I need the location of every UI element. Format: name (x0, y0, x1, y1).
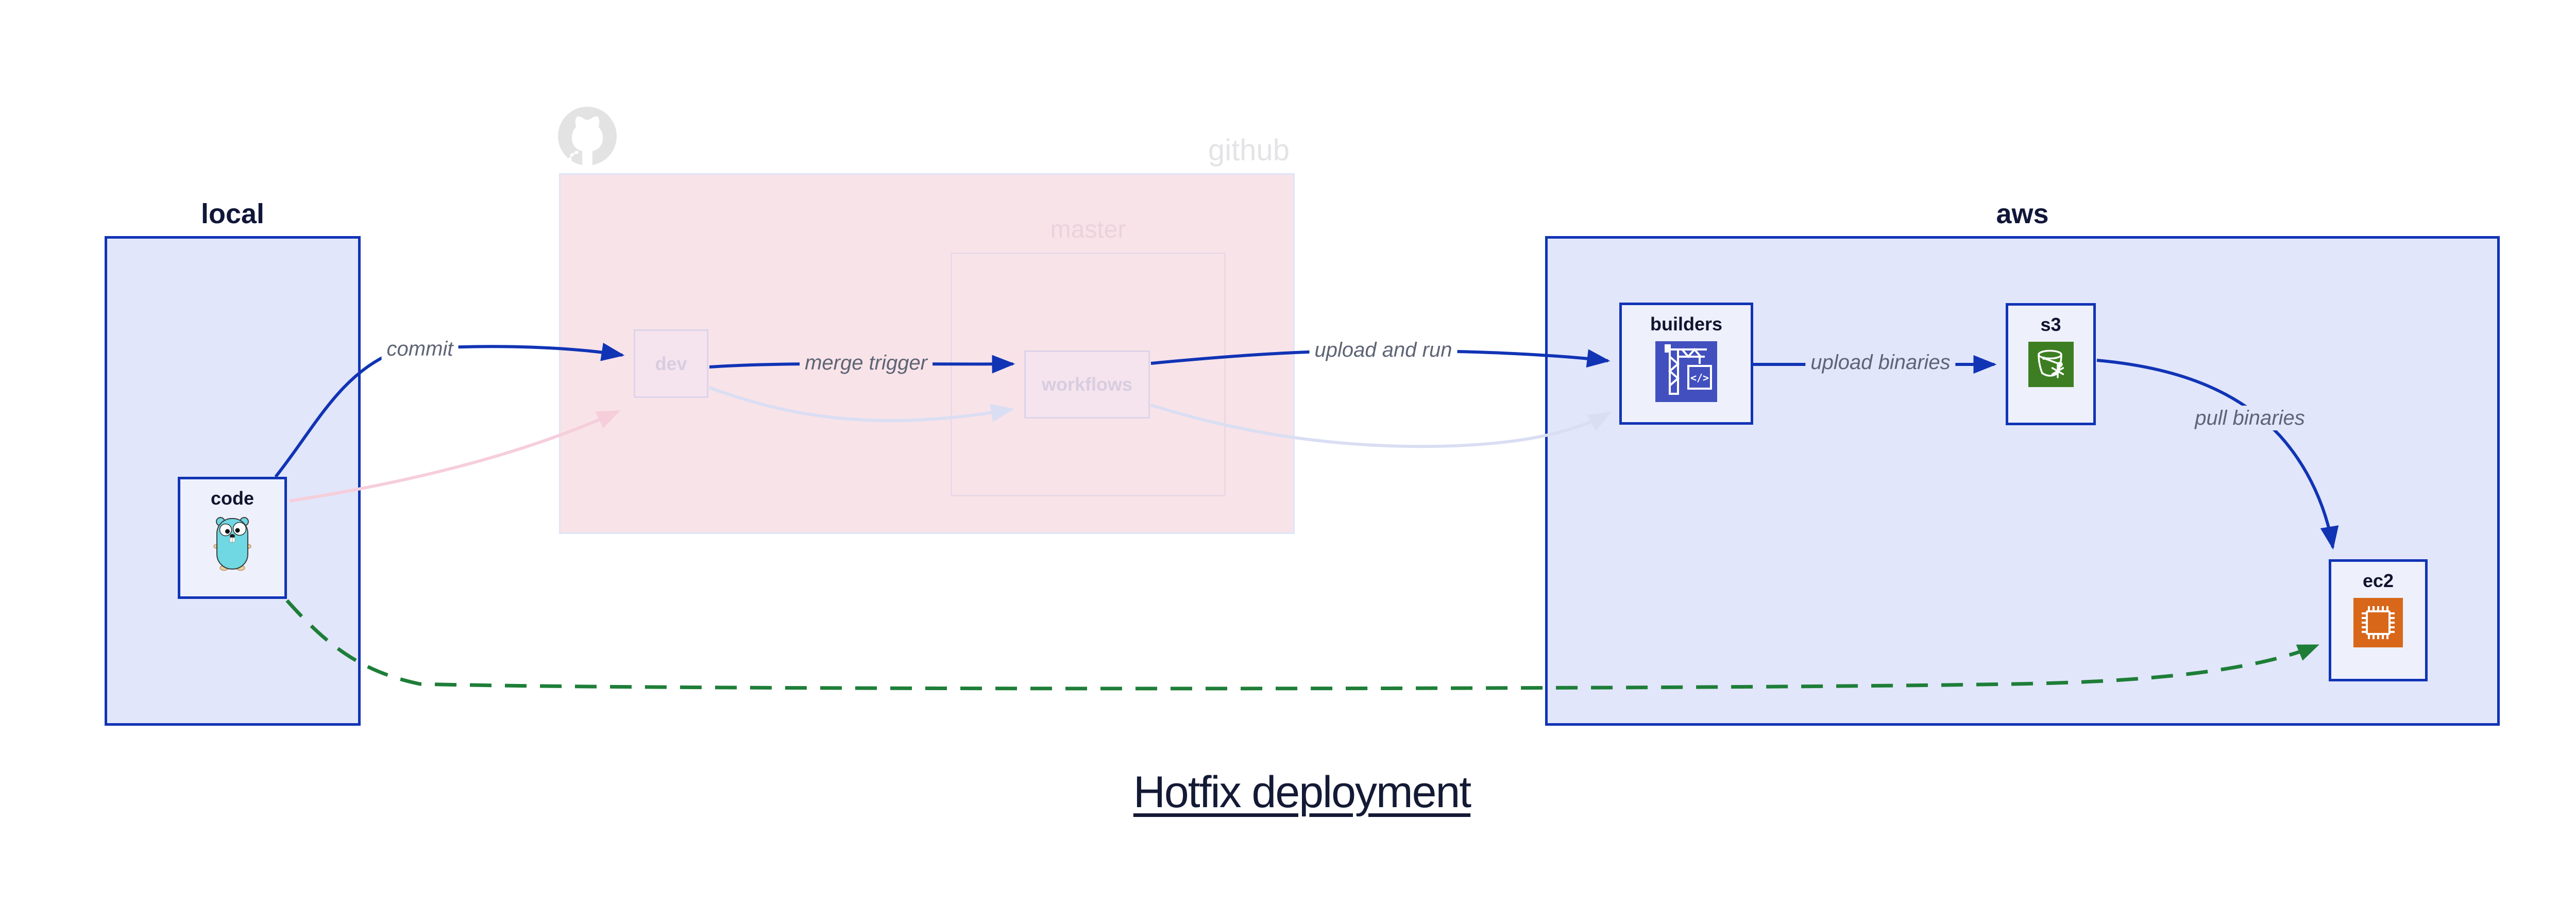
node-builders-label: builders (1650, 313, 1723, 335)
node-workflows-label: workflows (1041, 374, 1133, 395)
node-s3[interactable]: s3 (2006, 303, 2096, 425)
group-master-box (951, 253, 1226, 496)
group-master-label: master (1050, 216, 1126, 243)
node-code[interactable]: code (178, 477, 287, 599)
node-dev[interactable]: dev (634, 329, 708, 398)
node-ec2[interactable]: ec2 (2329, 559, 2428, 681)
node-ec2-label: ec2 (2362, 570, 2394, 591)
edge-label-upload-binaries: upload binaries (1805, 350, 1956, 375)
node-code-label: code (210, 488, 255, 509)
aws-codebuild-icon: </> (1655, 341, 1717, 402)
aws-s3-glacier-bucket-icon (2028, 342, 2074, 387)
group-local-label: local (200, 198, 265, 229)
node-s3-label: s3 (2040, 314, 2061, 335)
aws-ec2-chip-icon (2353, 598, 2403, 647)
edge-label-merge-trigger: merge trigger (800, 350, 933, 375)
node-dev-label: dev (655, 353, 687, 374)
node-builders[interactable]: builders </> (1619, 303, 1753, 425)
github-octocat-icon (557, 106, 618, 170)
node-workflows[interactable]: workflows (1024, 350, 1150, 419)
edge-label-commit: commit (381, 337, 459, 361)
group-aws-label: aws (1996, 198, 2049, 229)
group-github-label: github (1208, 133, 1290, 167)
edge-label-pull-binaries: pull binaries (2190, 406, 2310, 430)
svg-text:</>: </> (1690, 372, 1709, 384)
edge-label-upload-and-run: upload and run (1309, 338, 1458, 362)
go-gopher-icon (213, 517, 251, 571)
diagram-title: Hotfix deployment (1133, 767, 1471, 817)
